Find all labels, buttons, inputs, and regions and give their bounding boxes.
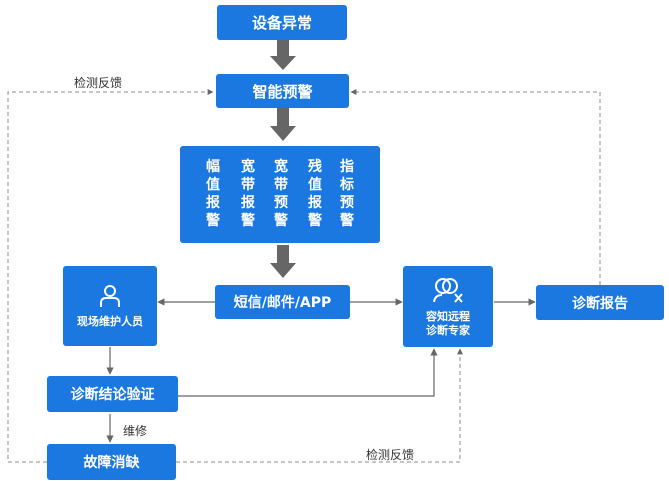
arrow-verify-to-expert (178, 348, 438, 397)
warning-type-0: 幅值报警 (206, 159, 220, 229)
node-field-staff-label: 现场维护人员 (77, 315, 143, 328)
person-icon (100, 285, 120, 307)
thick-arrow-3 (270, 245, 296, 278)
node-notify-label: 短信/邮件/APP (233, 295, 332, 311)
dashed-feedback-right (350, 89, 601, 285)
label-repair: 维修 (123, 424, 148, 438)
node-device-abnormal: 设备异常 (217, 5, 347, 40)
node-fix: 故障消缺 (47, 444, 176, 480)
node-field-staff: 现场维护人员 (63, 266, 157, 346)
warning-type-4: 指标预警 (340, 159, 354, 229)
dashed-feedback-left (7, 89, 214, 463)
node-report: 诊断报告 (536, 285, 664, 320)
node-smart-warning: 智能预警 (216, 74, 349, 108)
dashed-feedback-bottom (176, 348, 463, 463)
expert-icon (433, 277, 463, 303)
label-feedback-top: 检测反馈 (74, 76, 123, 90)
warning-type-2: 宽带预警 (274, 159, 288, 229)
node-fix-label: 故障消缺 (83, 455, 140, 471)
warning-type-1: 宽带报警 (241, 159, 255, 229)
label-feedback-bottom: 检测反馈 (366, 448, 415, 462)
node-device-abnormal-label: 设备异常 (251, 14, 312, 32)
node-notify: 短信/邮件/APP (215, 285, 350, 319)
warning-type-3: 残值报警 (308, 159, 322, 229)
thick-arrow-2 (270, 108, 296, 141)
node-report-label: 诊断报告 (572, 295, 628, 312)
node-verify: 诊断结论验证 (47, 376, 178, 412)
thick-arrow-1 (270, 40, 296, 70)
node-remote-expert-line1: 容知远程 (426, 309, 470, 323)
node-verify-label: 诊断结论验证 (70, 387, 155, 403)
node-warning-types: 幅值报警 宽带报警 宽带预警 残值报警 指标预警 (180, 146, 380, 243)
node-remote-expert-line2: 诊断专家 (426, 323, 470, 337)
node-remote-expert: 容知远程 诊断专家 (403, 266, 493, 347)
node-smart-warning-label: 智能预警 (252, 82, 313, 101)
